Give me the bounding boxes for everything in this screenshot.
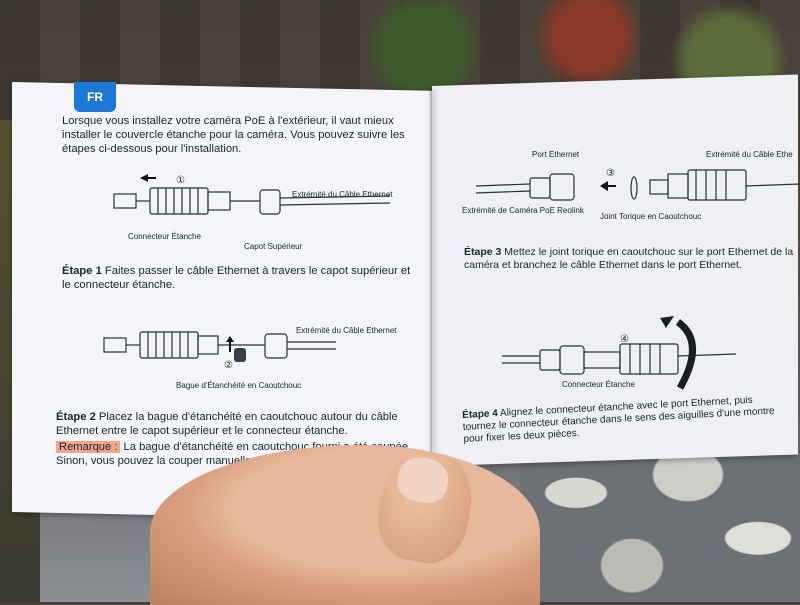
remark-label: Remarque : <box>56 441 121 453</box>
step-2-text: Étape 2 Placez la bague d'étanchéité en … <box>56 411 398 437</box>
label-cable-end-3: Extrémité du Câble Ethe <box>706 150 793 159</box>
label-port: Port Ethernet <box>532 150 580 159</box>
step-1-marker: ① <box>176 175 185 186</box>
step-1-text: Étape 1 Faites passer le câble Ethernet … <box>62 265 411 291</box>
label-cable-end-2: Extrémité du Câble Ethernet <box>296 326 397 335</box>
intro-text: Lorsque vous installez votre caméra PoE … <box>62 115 405 155</box>
step-4-marker: ④ <box>620 334 629 345</box>
step-2-marker: ② <box>224 360 233 371</box>
step-3-text: Étape 3 Mettez le joint torique en caout… <box>464 246 794 271</box>
hand <box>150 445 540 605</box>
label-connector-1: Connecteur Étanche <box>128 232 201 241</box>
label-connector-4: Connecteur Étanche <box>562 380 635 389</box>
label-cable-end-1: Extrémité du Câble Ethernet <box>292 190 393 199</box>
diagram-step-4 <box>502 316 737 390</box>
step-3-marker: ③ <box>606 168 615 179</box>
booklet-fold <box>430 90 440 510</box>
label-cap: Capot Supérieur <box>244 242 303 251</box>
diagram-step-2 <box>103 331 336 362</box>
diagram-step-1 <box>113 174 391 215</box>
label-camera-end: Extrémité de Caméra PoE Reolink <box>462 206 584 215</box>
label-oring: Joint Torique en Caoutchouc <box>600 212 702 221</box>
label-ring: Bague d'Étanchéité en Caoutchouc <box>176 381 302 390</box>
diagram-step-3 <box>475 169 800 201</box>
language-tab: FR <box>74 82 116 112</box>
